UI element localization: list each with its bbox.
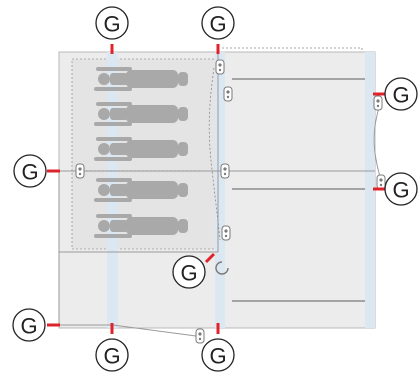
svg-text:G: G	[20, 314, 37, 339]
person-icon	[94, 178, 188, 202]
plug-icon	[75, 163, 85, 179]
marker-center-lower: G	[172, 255, 206, 289]
cable-right	[373, 103, 382, 181]
svg-text:G: G	[392, 178, 409, 203]
person-icon	[94, 67, 188, 91]
marker-top-left: G	[95, 6, 129, 40]
marker-bottom-right: G	[201, 338, 235, 372]
plug-icon	[373, 95, 383, 111]
beam-center	[215, 52, 225, 328]
marker-left-middle: G	[13, 154, 47, 188]
svg-text:G: G	[180, 261, 197, 286]
svg-text:G: G	[209, 12, 226, 37]
person-icon	[94, 214, 188, 238]
svg-text:G: G	[103, 12, 120, 37]
marker-bottom-middle: G	[95, 338, 129, 372]
marker-right-upper: G	[384, 77, 418, 111]
tick-center-lower	[204, 252, 216, 264]
cable-bottom	[112, 324, 197, 337]
svg-text:G: G	[21, 160, 38, 185]
svg-text:G: G	[103, 344, 120, 369]
svg-text:G: G	[392, 83, 409, 108]
person-icon	[94, 102, 188, 126]
marker-top-middle: G	[201, 6, 235, 40]
marker-bottom-left: G	[12, 308, 46, 342]
svg-text:G: G	[209, 344, 226, 369]
person-icon	[94, 137, 188, 161]
panel-dotted-outline	[222, 47, 363, 52]
plug-icon	[223, 86, 233, 102]
cable-dashed-center	[208, 67, 221, 241]
plug-icon	[215, 59, 225, 75]
plug-icon	[195, 328, 205, 344]
hook-icon	[215, 261, 229, 275]
beam-right	[365, 52, 375, 328]
plug-icon	[220, 163, 230, 179]
plug-icon	[376, 174, 386, 190]
plug-icon	[221, 225, 231, 241]
marker-right-lower: G	[384, 172, 418, 206]
